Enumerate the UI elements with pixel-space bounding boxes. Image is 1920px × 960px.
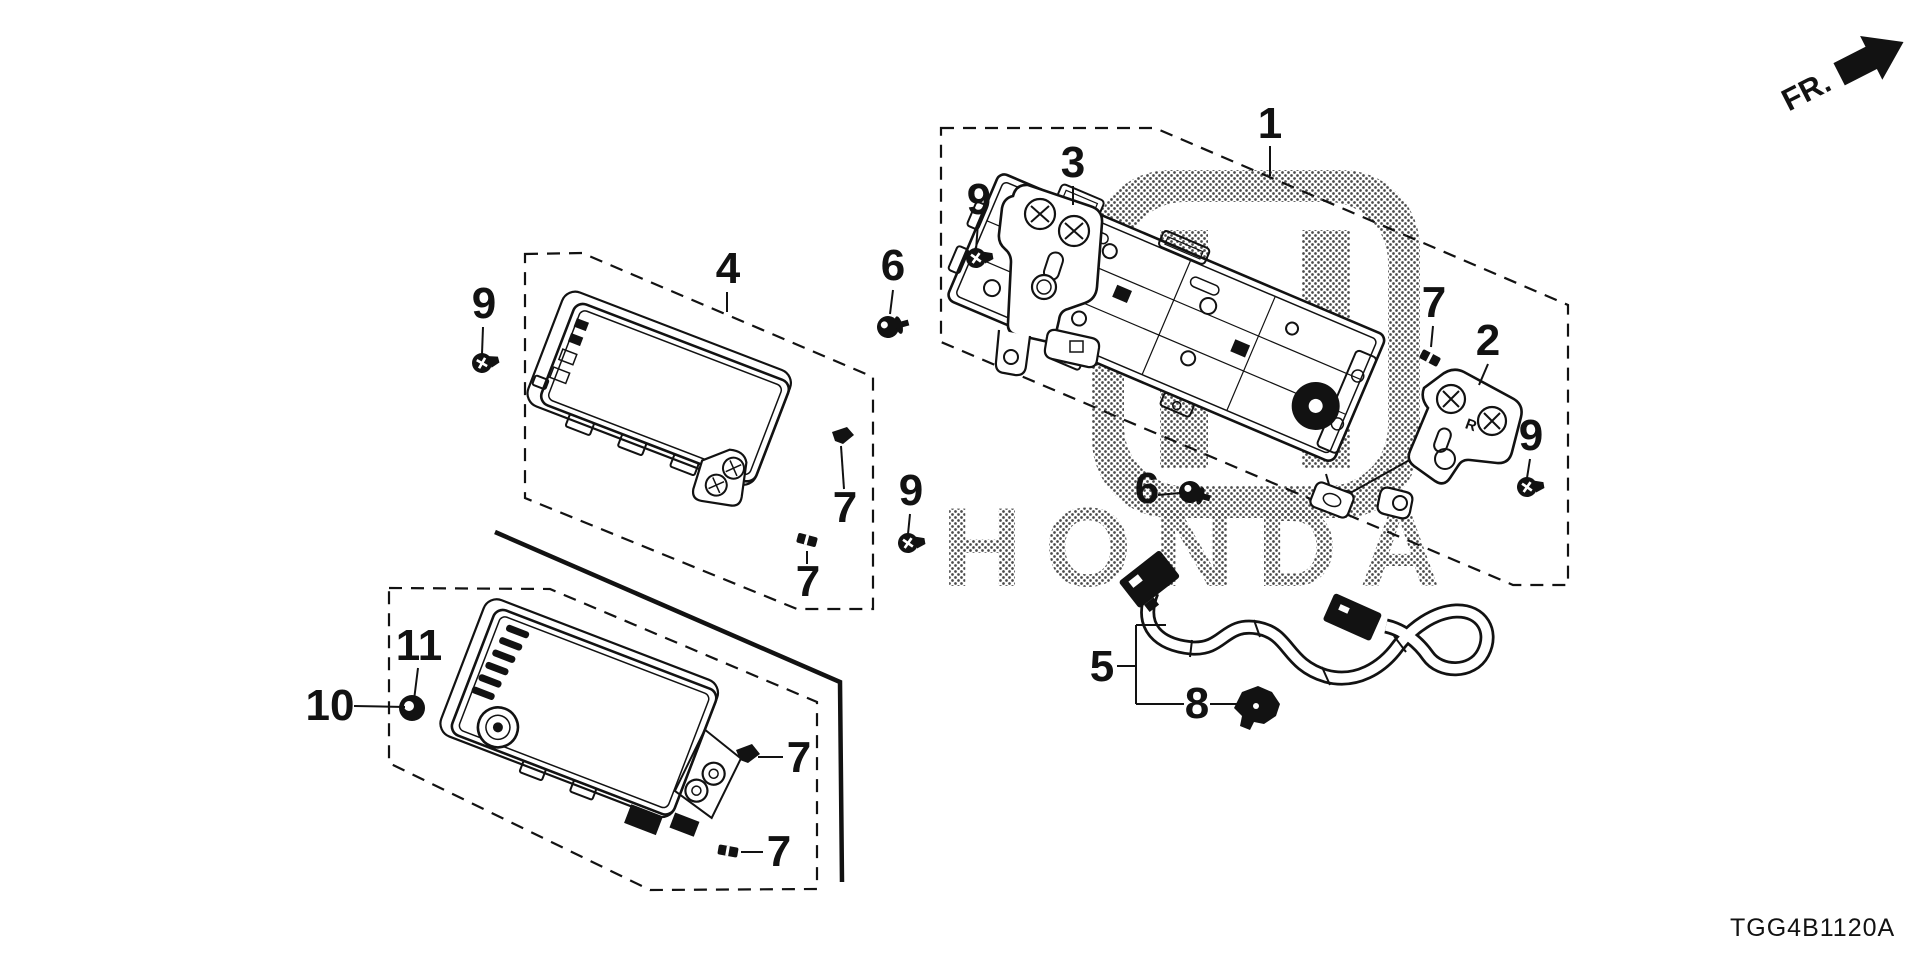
harness-connector-left [1119, 551, 1180, 613]
screw-9-mid-left [898, 533, 926, 553]
callout-4[interactable]: 4 [716, 244, 741, 293]
diagram-code: TGG4B1120A [1730, 914, 1895, 942]
callout-7-display-right[interactable]: 7 [833, 483, 857, 532]
grommet [399, 695, 425, 721]
harness-clip-8 [1234, 686, 1280, 730]
harness-connector-right [1323, 593, 1382, 641]
screw-9-right [1517, 477, 1545, 497]
callout-7-upper-right[interactable]: 7 [1422, 278, 1446, 327]
callout-9-far-left[interactable]: 9 [472, 279, 496, 328]
callout-7-lower-right[interactable]: 7 [787, 733, 811, 782]
callout-7-display-bottom[interactable]: 7 [796, 557, 820, 606]
group-box-lower [387, 586, 819, 892]
screw-7-display-bottom [796, 533, 818, 547]
clip-6-bottom [1179, 481, 1211, 505]
fr-direction-indicator: FR. [1776, 36, 1904, 118]
callout-10[interactable]: 10 [306, 681, 355, 730]
callout-9-right[interactable]: 9 [1519, 411, 1543, 460]
callout-5[interactable]: 5 [1090, 642, 1114, 691]
callouts: 1 3 9 6 7 2 9 6 9 4 9 7 7 11 10 7 7 5 8 [306, 99, 1544, 876]
callout-7-lower-bottom[interactable]: 7 [767, 827, 791, 876]
callout-3[interactable]: 3 [1061, 138, 1085, 187]
callout-11[interactable]: 11 [396, 621, 443, 670]
audio-unit-lower [439, 598, 743, 837]
clip-6-left [877, 316, 910, 338]
leader-lines [353, 146, 1531, 853]
callout-2[interactable]: 2 [1476, 316, 1500, 365]
screw-7-lower-bottom [717, 844, 739, 858]
separator-line [494, 529, 845, 883]
mount-foot [1309, 481, 1355, 519]
callout-9-mid-left[interactable]: 9 [899, 466, 923, 515]
callout-1[interactable]: 1 [1258, 99, 1282, 148]
screw-7-upper-right [1419, 349, 1441, 367]
honda-watermark-text: HONDA [942, 485, 1463, 610]
screw-7-lower-right [736, 744, 760, 763]
screw-9-far-left [472, 353, 500, 373]
screw-7-display-right [832, 427, 854, 444]
callout-6-left[interactable]: 6 [881, 241, 905, 290]
fr-arrow-icon [1833, 36, 1904, 86]
bracket-3 [994, 183, 1104, 377]
wire-harness-5 [1119, 551, 1495, 686]
screw-9-top-left [966, 248, 994, 268]
group-box-display [523, 251, 875, 611]
fr-label: FR. [1776, 64, 1836, 118]
display-unit-4 [526, 290, 792, 507]
callout-8[interactable]: 8 [1185, 679, 1209, 728]
callout-9-top-left[interactable]: 9 [967, 175, 991, 224]
callout-6-bottom[interactable]: 6 [1135, 464, 1159, 513]
